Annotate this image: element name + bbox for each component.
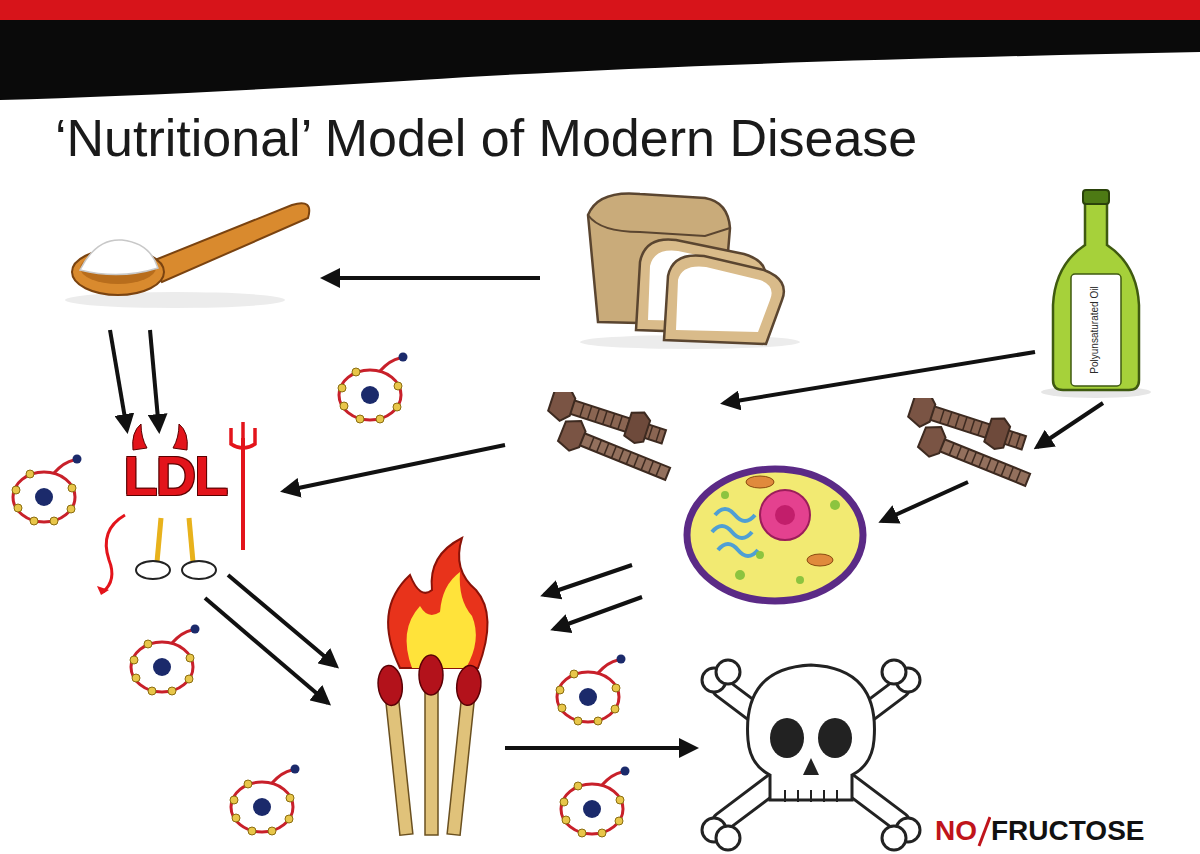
body-cell — [687, 469, 863, 601]
oil-bottle-node: Polyunsaturated Oil — [1040, 190, 1150, 395]
oil-bottle — [1040, 190, 1150, 395]
sugar-spoon — [150, 203, 309, 282]
skull-crossbones — [716, 660, 740, 684]
free-radical-icon — [560, 767, 630, 838]
ldl-devil — [157, 518, 161, 562]
arrow — [110, 278, 1103, 748]
free-radical-icon — [556, 655, 626, 726]
skull-crossbones — [716, 826, 740, 850]
skull-crossbones — [785, 790, 837, 802]
ldl-devil — [189, 518, 193, 562]
bottle-label: Polyunsaturated Oil — [1088, 275, 1102, 385]
header-bar — [0, 0, 1200, 100]
bottle-shadow — [1041, 386, 1151, 398]
body-cell — [721, 491, 729, 499]
arrow — [150, 330, 159, 430]
logo-slash — [979, 817, 990, 846]
ldl-devil — [133, 424, 147, 450]
free-radical-icon — [338, 353, 408, 424]
bottle-shadow — [1041, 386, 1151, 398]
arrow — [110, 330, 127, 430]
arrow — [1037, 403, 1103, 447]
bread-loaf — [580, 193, 800, 349]
ldl-label: LDL — [95, 448, 255, 504]
free-radical-icon — [130, 625, 200, 696]
skull-crossbones — [818, 718, 852, 758]
body-cell — [775, 505, 795, 525]
burning-matches — [388, 538, 487, 668]
free-radical-icon — [12, 455, 82, 526]
skull-crossbones — [803, 758, 819, 775]
slide-title: ‘Nutritional’ Model of Modern Disease — [55, 110, 917, 167]
ldl-node: LDL — [95, 420, 255, 595]
arrow — [324, 276, 540, 280]
burning-matches — [419, 655, 443, 695]
logo-word: NO — [935, 814, 977, 848]
header-bar — [0, 0, 1200, 20]
skull-crossbones — [702, 660, 920, 850]
arrow — [882, 482, 968, 521]
burning-matches — [455, 664, 483, 706]
body-cell — [807, 554, 833, 566]
header-bar — [0, 20, 1200, 100]
body-cell — [735, 570, 745, 580]
oil-bottle — [1053, 198, 1139, 390]
arrow — [724, 352, 1035, 403]
ldl-devil — [103, 515, 125, 592]
free-radical-icon — [230, 765, 300, 836]
logo-word: FRUCTOSE — [991, 814, 1145, 848]
ldl-devil — [182, 561, 216, 579]
skull-crossbones — [748, 665, 875, 800]
body-cell — [712, 509, 758, 556]
bread-loaf — [588, 215, 730, 236]
burning-matches — [425, 680, 438, 835]
oil-bottle — [1071, 274, 1121, 386]
body-cell — [760, 490, 810, 540]
body-cell — [830, 500, 840, 510]
bread-loaf — [676, 267, 772, 332]
sugar-spoon — [65, 292, 285, 308]
ldl-devil — [95, 420, 255, 595]
sugar-spoon — [65, 203, 309, 308]
burning-matches — [376, 538, 487, 836]
arrow — [205, 598, 328, 703]
body-cell — [796, 576, 804, 584]
burning-matches — [407, 572, 476, 668]
ldl-devil — [241, 438, 245, 550]
ldl-devil — [97, 586, 109, 595]
burning-matches — [447, 690, 475, 836]
burning-matches — [385, 690, 413, 836]
arrow — [554, 597, 642, 629]
arrow — [544, 565, 632, 595]
logo: NO FRUCTOSE — [935, 814, 1145, 848]
oil-bottle — [1083, 190, 1109, 204]
arrow — [284, 445, 505, 491]
burning-matches — [376, 664, 404, 706]
skull-crossbones — [882, 826, 906, 850]
body-cell — [756, 551, 764, 559]
burning-matches — [441, 664, 483, 836]
ldl-devil — [173, 424, 187, 450]
skull-crossbones — [882, 660, 906, 684]
arrow — [228, 575, 336, 666]
body-cell — [687, 469, 863, 601]
bread-loaf — [664, 255, 784, 344]
logo-slash — [977, 814, 991, 848]
rusty-bolts — [906, 390, 1034, 494]
body-cell — [746, 476, 774, 488]
burning-matches — [376, 664, 418, 836]
skull-crossbones — [770, 718, 804, 758]
free-radical-icon — [12, 353, 630, 838]
ldl-devil — [231, 422, 255, 448]
rusty-bolts — [546, 384, 674, 488]
arrow — [505, 746, 695, 750]
ldl-devil — [136, 561, 170, 579]
sugar-spoon — [80, 240, 158, 275]
